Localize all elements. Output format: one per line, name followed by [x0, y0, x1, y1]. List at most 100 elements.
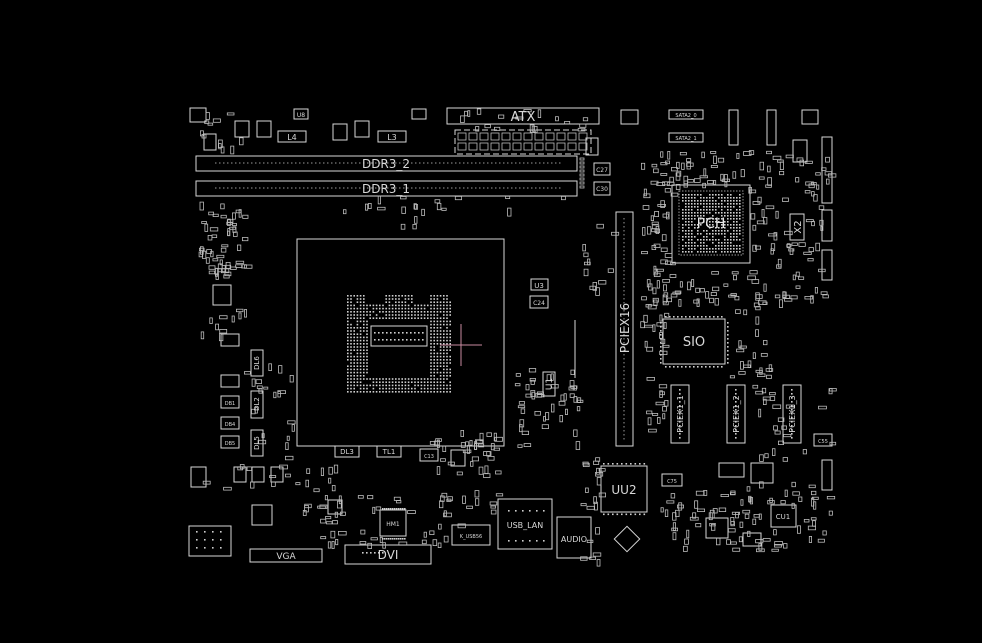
smd-part: [686, 158, 692, 163]
dl2-label: DL2: [253, 397, 261, 411]
cpu-land-pad: [401, 311, 403, 313]
sio-pin: [717, 366, 719, 368]
smd-part: [564, 121, 571, 125]
pch-ball: [727, 251, 729, 253]
ps2-pin: [212, 531, 214, 533]
smd-part: [643, 188, 647, 197]
cpu-land-pad: [366, 349, 368, 351]
cpu-land-pad: [446, 375, 448, 377]
smd-part: [748, 495, 752, 503]
cpu-land-pad: [356, 381, 359, 383]
cpu-land-pad: [417, 311, 419, 313]
pch-ball: [724, 236, 726, 238]
smd-part: [244, 309, 247, 318]
smd-part: [661, 234, 667, 242]
pch-ball: [703, 230, 705, 232]
cpu-land-pad: [375, 378, 378, 380]
smd-part: [216, 254, 225, 259]
cpu-land-pad: [356, 343, 359, 345]
smd-part: [660, 151, 664, 158]
pch-ball: [724, 227, 726, 229]
pch-ball: [724, 221, 726, 223]
pch-ball: [730, 212, 732, 214]
smd-part: [655, 225, 660, 234]
ddr3-2-label: DDR3_2: [362, 157, 410, 171]
cpu-land-pad: [433, 311, 435, 313]
atx-pin: [534, 142, 544, 151]
pch-ball: [730, 245, 732, 247]
cpu-land-pad: [443, 371, 445, 374]
cpu-land-pad: [404, 387, 407, 390]
cpu-land-pad: [446, 298, 448, 300]
cpu-land-pad: [404, 295, 407, 297]
pch-ball: [739, 230, 741, 232]
smd-part: [577, 397, 582, 403]
pch-ball: [691, 242, 693, 244]
hm1-pin: [392, 508, 394, 510]
cpu-land-pad: [388, 304, 391, 307]
pch-ball: [691, 197, 693, 199]
smd-part: [466, 505, 473, 509]
cpu-land-pad: [420, 387, 423, 390]
pch-ball: [712, 215, 714, 217]
pch-ball: [724, 200, 726, 202]
pch-ball: [730, 242, 732, 244]
pch-ball: [733, 218, 735, 220]
cpu-land-pad: [366, 320, 368, 323]
pch-ball: [691, 215, 693, 217]
smd-part: [277, 391, 281, 398]
atx-pin: [468, 142, 478, 151]
smd-part: [490, 509, 497, 515]
pch-ball: [727, 242, 729, 244]
cpu-land-pad: [356, 339, 359, 342]
cpu-land-pad: [430, 375, 432, 377]
uu2-pin: [616, 463, 619, 465]
uu2-pin: [634, 463, 637, 465]
smd-part: [414, 203, 418, 210]
pch-ball: [736, 245, 738, 247]
pch-ball: [736, 239, 738, 241]
sio-pin: [705, 316, 707, 318]
smd-part: [235, 264, 243, 268]
cpu-land-pad: [417, 391, 419, 393]
pch-ball: [706, 248, 708, 250]
cpu-land-pad: [359, 330, 362, 332]
pciex1-pin: [735, 429, 737, 431]
cpu-land-pad: [356, 349, 359, 351]
cpu-land-pad: [350, 333, 352, 335]
smd-part: [475, 126, 480, 132]
cpu-land-pad: [449, 371, 451, 374]
hm1-chip: [379, 509, 407, 537]
u8-label: U8: [297, 112, 305, 119]
uu2-label: UU2: [611, 483, 636, 497]
cpu-land-pad: [359, 301, 362, 303]
cpu-land-pad: [395, 378, 397, 380]
cpu-land-pad: [363, 295, 365, 297]
smd-part: [709, 297, 714, 304]
pch-ball: [715, 227, 717, 229]
cpu-land-pad: [433, 327, 435, 329]
cpu-land-pad: [388, 298, 391, 300]
pciex1-pin: [679, 401, 681, 403]
smd-part: [749, 270, 758, 275]
cpu-land-pad: [350, 352, 352, 355]
pch-ball: [718, 221, 720, 223]
cpu-land-pad: [350, 317, 352, 319]
cpu-land-pad: [347, 359, 349, 361]
smd-part: [474, 490, 480, 498]
cpu-land-pad: [443, 311, 445, 313]
cpu-land-pad: [443, 387, 445, 390]
smd-part: [660, 338, 666, 344]
db5-label: DB5: [225, 441, 235, 447]
smd-part: [678, 502, 683, 511]
smd-part: [785, 154, 794, 159]
pch-ball: [712, 197, 714, 199]
smd-part: [825, 156, 830, 163]
pch-ball: [721, 245, 723, 247]
cpu-land-pad: [366, 343, 368, 345]
cpu-land-pad: [449, 368, 451, 371]
smd-part: [320, 536, 327, 540]
smd-part: [257, 439, 267, 445]
cpu-land-pad: [430, 295, 432, 297]
pch-ball: [739, 239, 741, 241]
